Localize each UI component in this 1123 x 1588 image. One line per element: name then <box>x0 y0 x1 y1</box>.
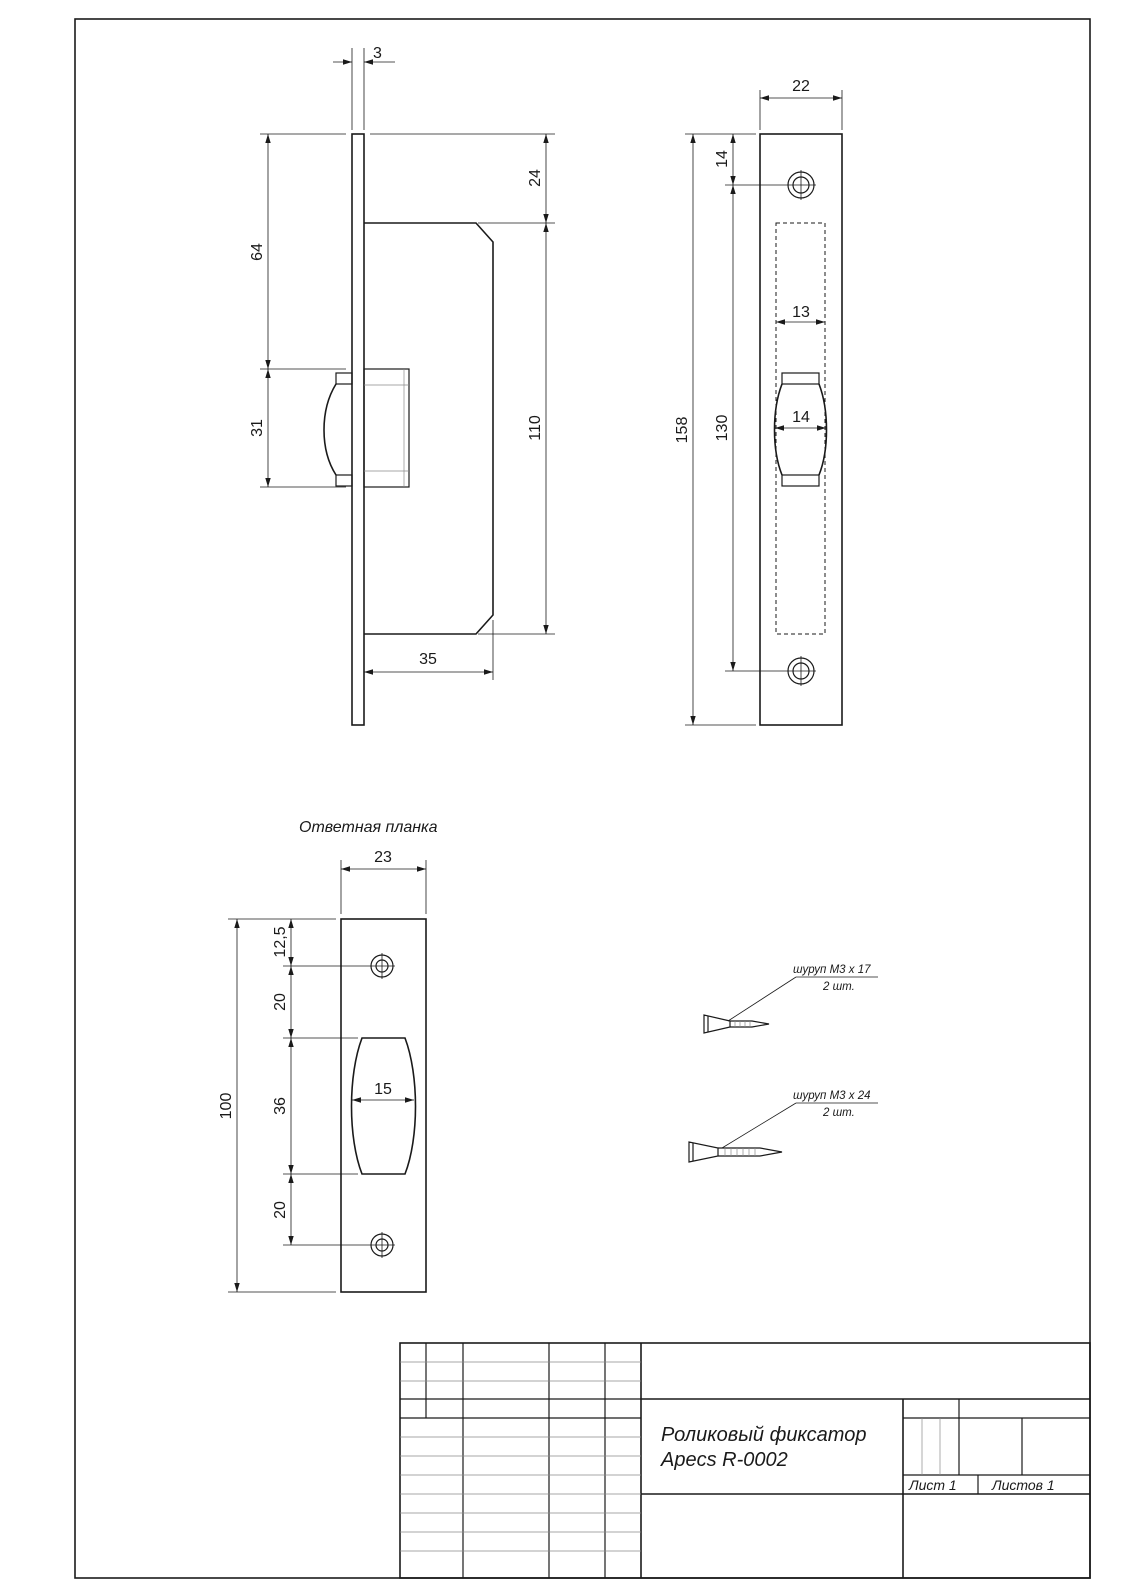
title-line-2: Apecs R-0002 <box>660 1449 788 1471</box>
roller-cap-top <box>335 372 353 385</box>
strike-hole-bottom <box>369 1232 395 1258</box>
lock-body <box>364 222 494 635</box>
dim-top-to-body: 24 <box>527 169 544 187</box>
roller-front <box>773 372 828 487</box>
screw-hole-bottom <box>786 656 816 686</box>
drawing-frame <box>74 18 1091 1579</box>
screw-long-qty: 2 шт. <box>822 1107 855 1119</box>
dim-body-depth: 35 <box>419 651 437 668</box>
dim-roller-height: 31 <box>249 419 266 437</box>
screw-short-label: шуруп М3 х 17 <box>793 964 871 976</box>
dim-top-to-roller: 64 <box>249 243 266 261</box>
screw-long-label: шуруп М3 х 24 <box>793 1090 871 1102</box>
sheet-count: Листов 1 <box>991 1477 1055 1493</box>
title-block: Роликовый фиксатор Apecs R-0002 Лист 1 Л… <box>399 1342 1091 1579</box>
front-view: 22 13 14 158 14 130 <box>674 78 843 726</box>
roller-cap-bottom <box>335 474 353 487</box>
title-line-1: Роликовый фиксатор <box>661 1424 866 1446</box>
dim-overall-length: 158 <box>674 417 691 444</box>
strike-slot <box>350 1037 417 1175</box>
dim-slot-width: 13 <box>792 304 810 321</box>
dim-strike-slot-height: 36 <box>272 1097 289 1115</box>
hidden-body-outline <box>775 222 826 635</box>
dim-strike-gap-bottom: 20 <box>272 1201 289 1219</box>
dim-strike-overall-height: 100 <box>218 1093 235 1120</box>
dim-hole-spacing: 130 <box>714 415 731 442</box>
dim-roller-width: 14 <box>792 409 810 426</box>
dim-strike-gap-top: 20 <box>272 993 289 1011</box>
dim-strike-slot-width: 15 <box>374 1081 392 1098</box>
dim-hole-offset: 14 <box>714 150 731 168</box>
dim-strike-width: 23 <box>374 849 392 866</box>
roller-side <box>323 383 337 476</box>
screw-short-qty: 2 шт. <box>822 981 855 993</box>
dim-faceplate-width: 22 <box>792 78 810 95</box>
screw-hole-top <box>786 170 816 200</box>
faceplate-front <box>759 133 843 726</box>
strike-hole-top <box>369 953 395 979</box>
dim-faceplate-thickness: 3 <box>373 45 382 62</box>
strike-plate-view: Ответная планка 23 15 <box>218 819 438 1293</box>
faceplate-side <box>351 133 365 726</box>
strike-plate <box>340 918 427 1293</box>
roller-housing <box>363 368 410 488</box>
dim-body-height: 110 <box>527 415 544 441</box>
screw-short: шуруп М3 х 17 2 шт. <box>703 964 878 1034</box>
screw-long: шуруп М3 х 24 2 шт. <box>688 1090 878 1163</box>
dim-strike-top-hole: 12,5 <box>272 926 289 957</box>
sheet-number: Лист 1 <box>908 1477 957 1493</box>
strike-plate-caption: Ответная планка <box>299 819 438 836</box>
side-view: 3 24 110 64 31 35 <box>249 45 555 726</box>
